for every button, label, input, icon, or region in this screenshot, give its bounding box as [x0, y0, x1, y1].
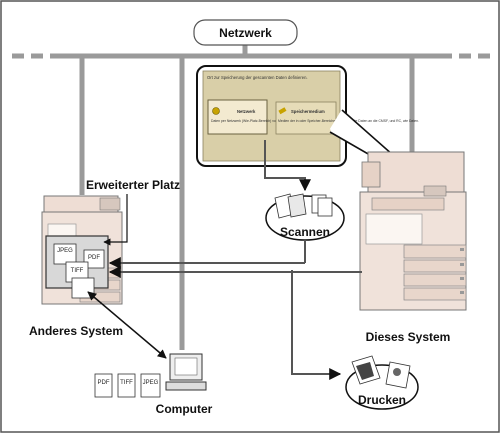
computer-icon: [165, 353, 207, 391]
print-label: Drucken: [358, 393, 406, 407]
scan-documents-icon: [274, 193, 333, 219]
this-system-panel: [423, 185, 447, 197]
computer-tiff-label: TIFF: [120, 380, 133, 386]
memory-card-icon: [278, 107, 287, 115]
scan-label: Scannen: [280, 225, 330, 239]
panel-network-label: Netzwerk: [237, 109, 256, 114]
computer-jpeg-label: JPEG: [143, 380, 159, 386]
scan-group: Scannen: [265, 193, 345, 241]
computer-files: PDF TIFF JPEG: [94, 373, 161, 398]
network-drops: [79, 44, 415, 350]
extended-space-pointer: [103, 194, 128, 246]
computer-label: Computer: [156, 402, 213, 416]
storage-tiff-label: TIFF: [71, 268, 84, 274]
storage-jpeg-label: JPEG: [57, 248, 73, 254]
storage-pdf-label: PDF: [88, 255, 100, 261]
extended-space-label: Erweiterter Platz: [86, 178, 180, 192]
this-system-machine: [359, 151, 467, 311]
panel-memory-label: Speichermedium: [291, 109, 325, 114]
network-icon: [212, 107, 220, 115]
computer-pdf-label: PDF: [98, 380, 110, 386]
storage-computer-arrow: [87, 291, 167, 359]
print-arrow: [291, 270, 342, 380]
control-panel-popup: Ort zur Speicherung der gescannten Daten…: [196, 65, 437, 194]
other-system-label: Anderes System: [29, 324, 123, 338]
print-documents-icon: [351, 355, 411, 389]
print-group: Drucken: [345, 355, 419, 410]
this-system-label: Dieses System: [366, 330, 451, 344]
panel-title: Ort zur Speicherung der gescannten Daten…: [207, 75, 308, 80]
panel-to-scan-arrow: [264, 140, 311, 192]
extended-space-storage: JPEG PDF TIFF: [45, 235, 109, 299]
network-label: Netzwerk: [219, 26, 272, 40]
network-box: [193, 19, 298, 46]
